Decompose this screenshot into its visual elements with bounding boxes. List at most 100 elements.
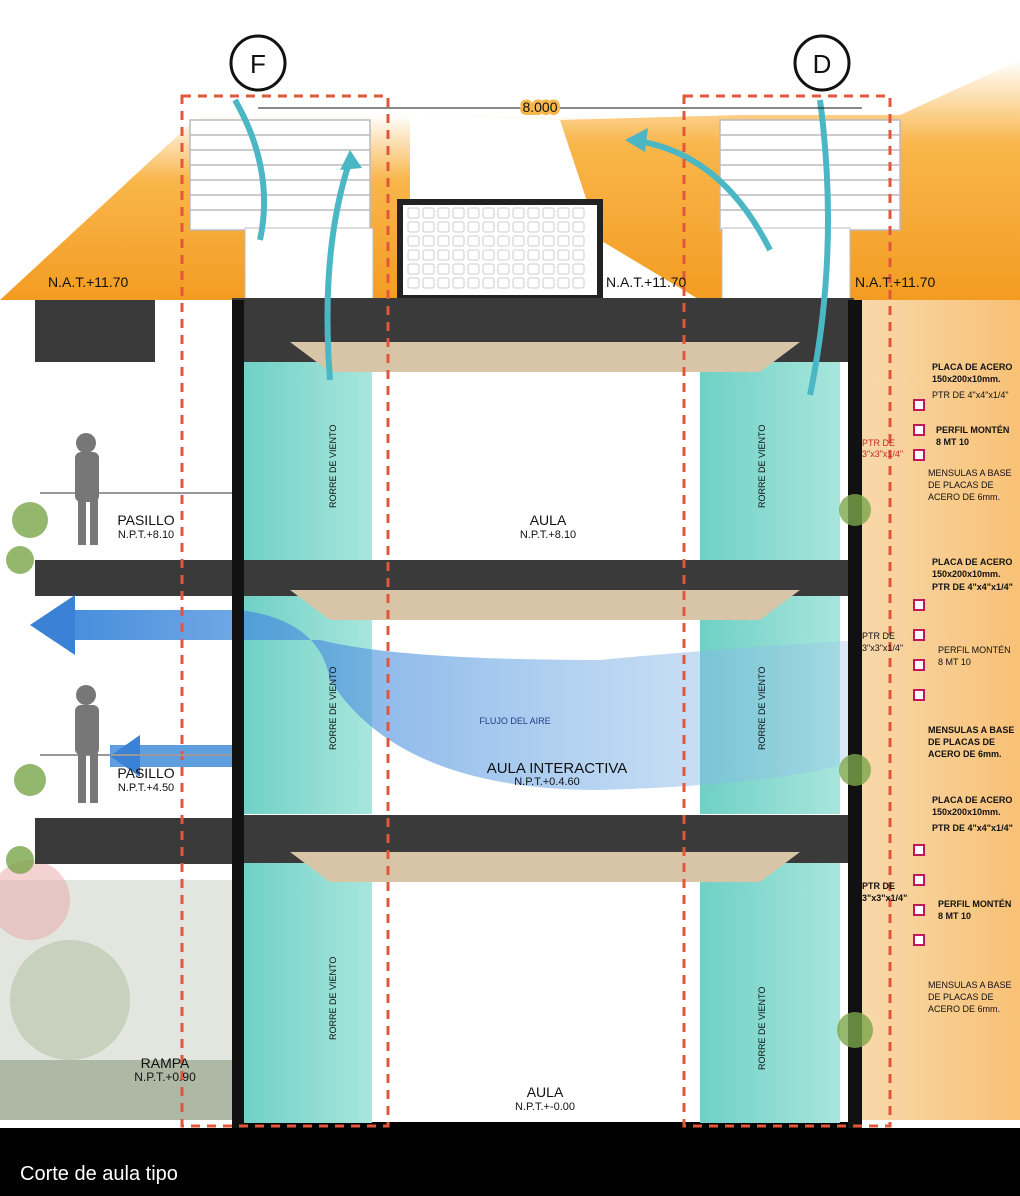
annotations-top: PLACA DE ACERO 150x200x10mm. PTR DE 4"x4… bbox=[862, 362, 1012, 502]
svg-text:RORRE DE VIENTO: RORRE DE VIENTO bbox=[757, 987, 767, 1070]
axis-bubble-d bbox=[793, 34, 851, 92]
ground-left bbox=[0, 1060, 240, 1120]
axis-lines bbox=[180, 94, 892, 1128]
plants-left bbox=[6, 502, 48, 874]
svg-text:PLACA DE ACERO: PLACA DE ACERO bbox=[932, 362, 1012, 372]
svg-text:PTR DE: PTR DE bbox=[862, 438, 895, 448]
glass-bot-right bbox=[700, 863, 840, 1123]
room-aula-mid: AULA INTERACTIVA bbox=[487, 760, 628, 777]
tree-left-2 bbox=[10, 940, 130, 1060]
svg-text:150x200x10mm.: 150x200x10mm. bbox=[932, 807, 1001, 817]
room-pasillo-mid: PASILLO bbox=[117, 765, 174, 781]
svg-text:DE PLACAS DE: DE PLACAS DE bbox=[928, 737, 995, 747]
sky-side-right bbox=[860, 300, 1020, 1120]
annotations-mid: PLACA DE ACERO 150x200x10mm. PTR DE 4"x4… bbox=[862, 557, 1014, 759]
level-pasillo-top: N.P.T.+8.10 bbox=[118, 529, 174, 541]
wind-arrow-right bbox=[629, 137, 773, 252]
svg-text:MENSULAS A BASE: MENSULAS A BASE bbox=[928, 725, 1014, 735]
plants-right bbox=[837, 494, 873, 1048]
ground-slab bbox=[240, 1122, 860, 1128]
slab-pasillo-top bbox=[35, 560, 235, 596]
wind-tower-labels: RORRE DE VIENTO RORRE DE VIENTO RORRE DE… bbox=[328, 425, 767, 1070]
svg-text:ACERO DE 6mm.: ACERO DE 6mm. bbox=[928, 492, 1000, 502]
level-roof-left: N.A.T.+11.70 bbox=[48, 274, 129, 290]
svg-text:RORRE DE VIENTO: RORRE DE VIENTO bbox=[328, 667, 338, 750]
louver-right bbox=[719, 119, 901, 231]
axis-label-d: D bbox=[813, 49, 832, 79]
axis-bubble-f bbox=[229, 34, 287, 92]
annotations-bottom: PLACA DE ACERO 150x200x10mm. PTR DE 4"x4… bbox=[862, 795, 1013, 1014]
svg-text:RORRE DE VIENTO: RORRE DE VIENTO bbox=[328, 425, 338, 508]
level-pasillo-mid: N.P.T.+4.50 bbox=[118, 782, 174, 794]
level-roof-right: N.A.T.+11.70 bbox=[855, 274, 936, 290]
svg-text:PLACA DE ACERO: PLACA DE ACERO bbox=[932, 795, 1012, 805]
axis-label-f: F bbox=[250, 49, 266, 79]
svg-text:ACERO DE 6mm.: ACERO DE 6mm. bbox=[928, 749, 1002, 759]
svg-text:150x200x10mm.: 150x200x10mm. bbox=[932, 374, 1001, 384]
svg-text:8 MT 10: 8 MT 10 bbox=[936, 437, 969, 447]
span-label: 8.000 bbox=[522, 99, 557, 115]
wind-arrowhead-left bbox=[340, 150, 362, 170]
svg-text:PERFIL MONTÉN: PERFIL MONTÉN bbox=[936, 425, 1009, 435]
svg-text:RORRE DE VIENTO: RORRE DE VIENTO bbox=[757, 667, 767, 750]
svg-text:RORRE DE VIENTO: RORRE DE VIENTO bbox=[328, 957, 338, 1040]
caption: Corte de aula tipo bbox=[20, 1163, 178, 1185]
svg-text:8 MT 10: 8 MT 10 bbox=[938, 657, 971, 667]
roof-slab-left bbox=[35, 300, 155, 362]
tree-left bbox=[0, 860, 70, 940]
ceiling-mid bbox=[290, 590, 800, 620]
svg-text:PTR DE 4"x4"x1/4": PTR DE 4"x4"x1/4" bbox=[932, 390, 1009, 400]
glass-top-right bbox=[700, 362, 840, 560]
room-aula-bot: AULA bbox=[527, 1084, 564, 1100]
airflow-arrow-left bbox=[30, 595, 75, 655]
svg-text:3"x3"x1/4": 3"x3"x1/4" bbox=[862, 449, 903, 459]
wind-arrow-left-2 bbox=[324, 159, 353, 381]
room-pasillo-top: PASILLO bbox=[117, 512, 174, 528]
column-left bbox=[232, 300, 244, 1128]
svg-text:MENSULAS A BASE: MENSULAS A BASE bbox=[928, 468, 1012, 478]
svg-text:PERFIL MONTÉN: PERFIL MONTÉN bbox=[938, 899, 1011, 909]
ceiling-bot bbox=[290, 852, 800, 882]
svg-text:PTR DE 4"x4"x1/4": PTR DE 4"x4"x1/4" bbox=[932, 582, 1013, 592]
svg-text:3"x3"x1/4": 3"x3"x1/4" bbox=[862, 643, 903, 653]
level-aula-bot: N.P.T.+-0.00 bbox=[515, 1101, 575, 1113]
glass-top-left bbox=[242, 362, 372, 560]
wind-arrow-left bbox=[232, 98, 268, 241]
airflow-band bbox=[60, 610, 860, 790]
airflow-label: FLUJO DEL AIRE bbox=[479, 716, 550, 726]
person-top bbox=[75, 433, 99, 545]
svg-text:ACERO DE 6mm.: ACERO DE 6mm. bbox=[928, 1004, 1000, 1014]
brackets-right bbox=[913, 399, 925, 946]
caption-bar bbox=[0, 1128, 1020, 1196]
svg-text:PTR DE: PTR DE bbox=[862, 881, 895, 891]
person-mid bbox=[75, 685, 99, 803]
svg-text:RORRE DE VIENTO: RORRE DE VIENTO bbox=[757, 425, 767, 508]
svg-text:8 MT 10: 8 MT 10 bbox=[938, 911, 971, 921]
lattice-block bbox=[397, 199, 603, 301]
ceiling-top bbox=[290, 342, 800, 372]
svg-text:MENSULAS A BASE: MENSULAS A BASE bbox=[928, 980, 1012, 990]
svg-text:3"x3"x1/4": 3"x3"x1/4" bbox=[862, 893, 907, 903]
svg-text:DE PLACAS DE: DE PLACAS DE bbox=[928, 992, 994, 1002]
column-right bbox=[848, 300, 862, 1128]
room-rampa: RAMPA bbox=[141, 1055, 190, 1071]
level-roof-mid: N.A.T.+11.70 bbox=[606, 274, 687, 290]
wind-arrow-right-2 bbox=[807, 99, 831, 396]
level-aula-top: N.P.T.+8.10 bbox=[520, 529, 576, 541]
svg-text:150x200x10mm.: 150x200x10mm. bbox=[932, 569, 1001, 579]
tower-cap-right bbox=[721, 227, 851, 301]
room-aula-top: AULA bbox=[530, 512, 567, 528]
glass-bot-left bbox=[242, 863, 372, 1123]
level-aula-mid: N.P.T.+0.4.60 bbox=[514, 776, 580, 788]
svg-text:PLACA DE ACERO: PLACA DE ACERO bbox=[932, 557, 1012, 567]
svg-text:PTR DE 4"x4"x1/4": PTR DE 4"x4"x1/4" bbox=[932, 823, 1013, 833]
svg-text:PERFIL MONTÉN: PERFIL MONTÉN bbox=[938, 645, 1011, 655]
level-rampa: N.P.T.+0.90 bbox=[134, 1070, 196, 1084]
section-svg: F D 8.000 N.A.T.+11.70 N.A.T.+11.70 N.A.… bbox=[0, 34, 1020, 1128]
slab-pasillo-mid bbox=[35, 818, 235, 864]
svg-text:DE PLACAS DE: DE PLACAS DE bbox=[928, 480, 994, 490]
louver-left bbox=[189, 119, 371, 231]
svg-text:PTR DE: PTR DE bbox=[862, 631, 895, 641]
wind-arrowhead-right bbox=[625, 128, 648, 152]
